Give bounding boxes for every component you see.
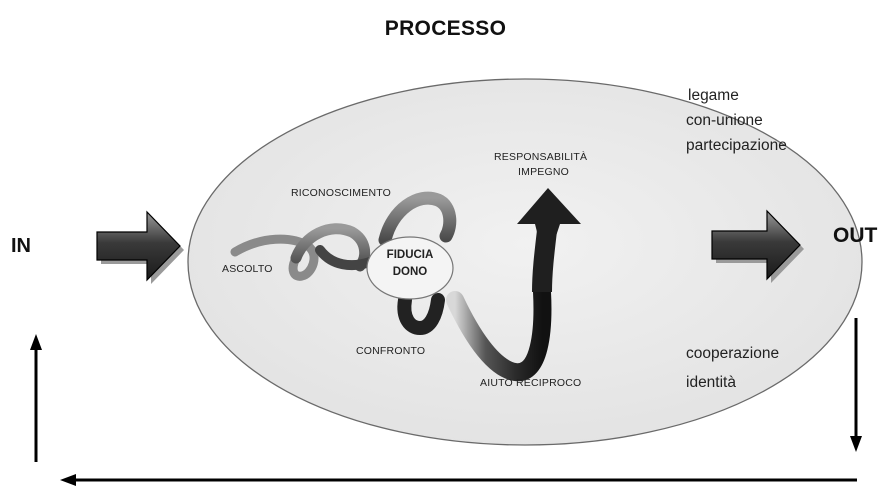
out-arrow [711, 209, 804, 283]
stage-aiuto-reciproco: AIUTO RECIPROCO [480, 377, 582, 389]
stage-riconoscimento: RICONOSCIMENTO [291, 187, 392, 199]
in-label: IN [11, 235, 31, 257]
output-partecipazione: partecipazione [686, 137, 787, 154]
stage-impegno: IMPEGNO [518, 166, 569, 178]
return-loop [30, 318, 862, 486]
output-identita: identità [686, 374, 736, 391]
responsibility-arrowhead [517, 188, 581, 236]
center-oval [366, 236, 454, 300]
in-arrow [96, 210, 184, 284]
stage-responsabilita: RESPONSABILITÀ [494, 151, 588, 163]
output-con-unione: con-unione [686, 112, 763, 129]
center-fiducia: FIDUCIA [386, 249, 434, 261]
stage-confronto: CONFRONTO [356, 345, 426, 357]
process-oval [187, 78, 863, 446]
output-legame: legame [688, 87, 739, 104]
out-label: OUT [833, 224, 878, 247]
output-cooperazione: cooperazione [686, 345, 780, 362]
center-dono: DONO [392, 265, 428, 278]
spiral-ribbon [230, 188, 581, 382]
stage-ascolto: ASCOLTO [222, 263, 273, 275]
diagram-title: PROCESSO [384, 17, 507, 40]
center-text: FIDUCIA DONO [367, 247, 453, 280]
